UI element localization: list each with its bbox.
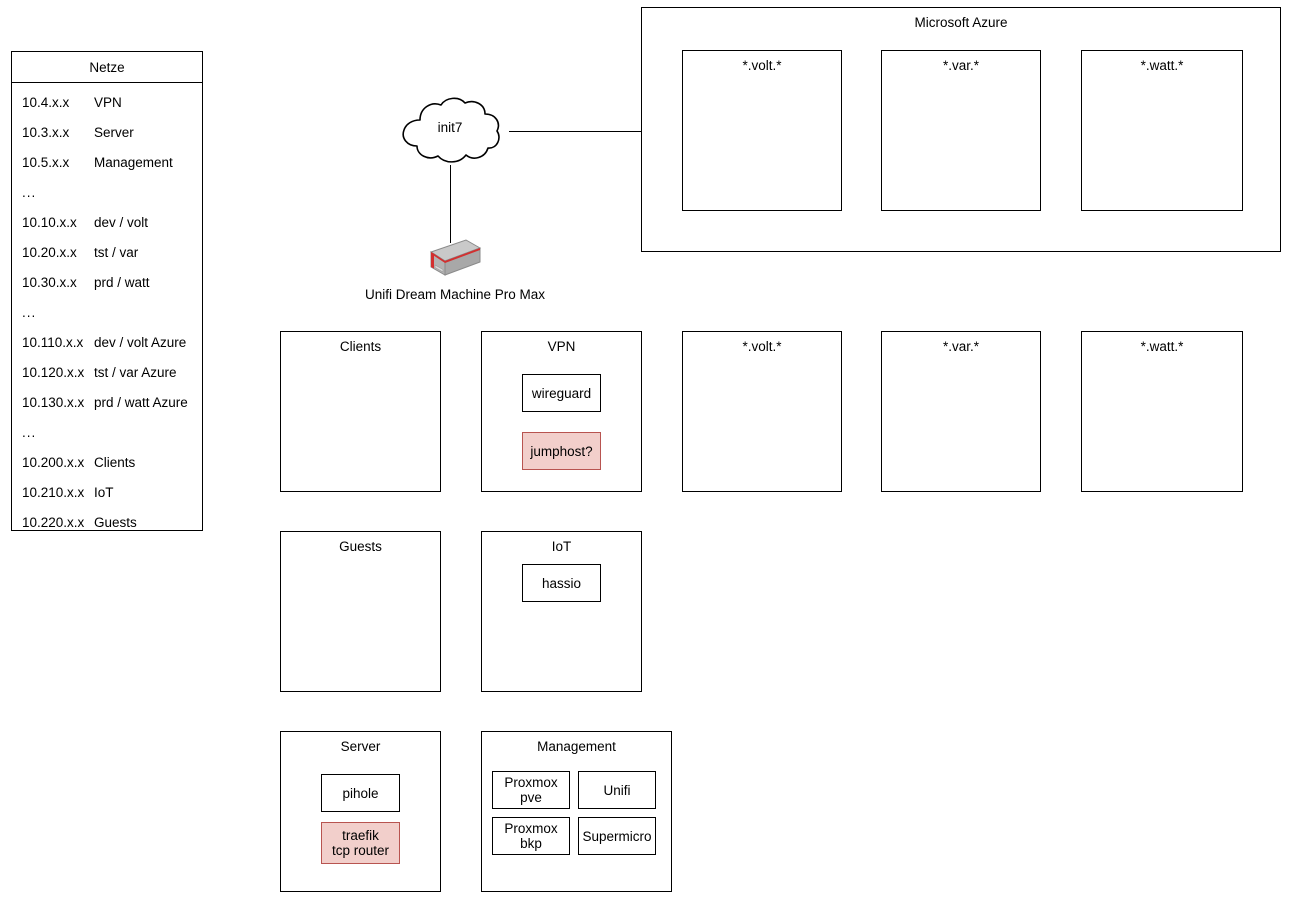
zone-management-title: Management [537, 739, 616, 754]
netze-table-row: 10.10.x.x dev / volt [12, 207, 202, 237]
netze-table-body: 10.4.x.x VPN 10.3.x.x Server 10.5.x.x Managem… [12, 83, 202, 537]
cloud-icon: init7 [389, 96, 511, 168]
netze-table-row: 10.210.x.x IoT [12, 477, 202, 507]
netze-row-name: prd / watt Azure [94, 394, 188, 410]
netze-table-row: 10.4.x.x VPN [12, 87, 202, 117]
netze-row-subnet: 10.4.x.x [22, 94, 70, 110]
azure-zone-watt: *.watt.* [1081, 50, 1243, 211]
azure-zone-volt-title: *.volt.* [742, 58, 782, 73]
node-pihole-label: pihole [342, 785, 379, 801]
node-jumphost[interactable]: jumphost? [522, 432, 601, 470]
netze-row-subnet: 10.220.x.x [22, 514, 85, 530]
node-proxmox-pve-label: Proxmox pve [504, 775, 558, 805]
azure-zone-volt: *.volt.* [682, 50, 842, 211]
zone-clients: Clients [280, 331, 441, 492]
azure-zone-watt-title: *.watt.* [1140, 58, 1184, 73]
node-proxmox-pve[interactable]: Proxmox pve [492, 771, 570, 809]
node-supermicro[interactable]: Supermicro [578, 817, 656, 855]
netze-row-subnet: 10.210.x.x [22, 484, 85, 500]
netze-row-subnet: ... [22, 424, 37, 440]
netze-row-subnet: ... [22, 304, 37, 320]
netze-row-subnet: 10.120.x.x [22, 364, 85, 380]
zone-vpn: VPN wireguard jumphost? [481, 331, 642, 492]
netze-row-name: dev / volt Azure [94, 334, 187, 350]
node-supermicro-label: Supermicro [582, 828, 652, 844]
connector-cloud-to-azure [509, 131, 642, 133]
zone-iot-title: IoT [551, 539, 572, 554]
netze-row-subnet: ... [22, 184, 37, 200]
netze-table-row: 10.5.x.x Management [12, 147, 202, 177]
node-hassio-label: hassio [541, 575, 582, 591]
zone-server-title: Server [340, 739, 381, 754]
netze-row-name: Guests [94, 514, 137, 530]
node-traefik[interactable]: traefik tcp router [321, 822, 400, 864]
zone-var-title: *.var.* [942, 339, 980, 354]
netze-table-row: 10.30.x.x prd / watt [12, 267, 202, 297]
azure-title: Microsoft Azure [914, 15, 1008, 30]
zone-clients-title: Clients [339, 339, 382, 354]
netze-row-name: Server [94, 124, 134, 140]
netze-row-subnet: 10.10.x.x [22, 214, 77, 230]
azure-zone-var-title: *.var.* [942, 58, 980, 73]
node-wireguard-label: wireguard [531, 385, 592, 401]
netze-row-name: prd / watt [94, 274, 150, 290]
netze-row-name: IoT [94, 484, 114, 500]
zone-watt: *.watt.* [1081, 331, 1243, 492]
netze-table: Netze 10.4.x.x VPN 10.3.x.x Server 10.5.x.x M… [11, 51, 203, 531]
netze-table-row: ... [12, 417, 202, 447]
netze-table-row: 10.130.x.x prd / watt Azure [12, 387, 202, 417]
netze-row-subnet: 10.130.x.x [22, 394, 85, 410]
zone-guests-title: Guests [339, 539, 382, 554]
node-proxmox-bkp[interactable]: Proxmox bkp [492, 817, 570, 855]
netze-table-header-label: Netze [89, 59, 125, 75]
netze-table-row: ... [12, 177, 202, 207]
zone-guests: Guests [280, 531, 441, 692]
netze-row-subnet: 10.200.x.x [22, 454, 85, 470]
router-device-icon [416, 238, 486, 284]
node-unifi[interactable]: Unifi [578, 771, 656, 809]
node-traefik-label-line1: traefik [342, 828, 379, 843]
zone-var: *.var.* [881, 331, 1041, 492]
netze-row-name: VPN [94, 94, 122, 110]
netze-row-name: dev / volt [94, 214, 149, 230]
zone-iot: IoT hassio [481, 531, 642, 692]
connector-cloud-to-gateway [450, 165, 452, 243]
cloud-label: init7 [437, 120, 463, 135]
netze-table-header: Netze [12, 52, 202, 83]
netze-row-name: Management [94, 154, 173, 170]
netze-table-row: 10.120.x.x tst / var Azure [12, 357, 202, 387]
netze-row-subnet: 10.5.x.x [22, 154, 70, 170]
netze-row-subnet: 10.110.x.x [22, 334, 84, 350]
netze-row-subnet: 10.20.x.x [22, 244, 77, 260]
node-hassio[interactable]: hassio [522, 564, 601, 602]
zone-management: Management Proxmox pve Unifi Proxmox bkp… [481, 731, 672, 892]
node-jumphost-label: jumphost? [530, 443, 593, 459]
gateway-label: Unifi Dream Machine Pro Max [365, 287, 546, 302]
node-traefik-label-line2: tcp router [331, 843, 390, 858]
netze-row-subnet: 10.3.x.x [22, 124, 70, 140]
zone-volt-title: *.volt.* [742, 339, 782, 354]
zone-volt: *.volt.* [682, 331, 842, 492]
zone-vpn-title: VPN [547, 339, 576, 354]
management-node-grid: Proxmox pve Unifi Proxmox bkp Supermicro [492, 771, 656, 855]
netze-table-row: ... [12, 297, 202, 327]
netze-table-row: 10.220.x.x Guests [12, 507, 202, 537]
zone-server: Server pihole traefik tcp router [280, 731, 441, 892]
netze-row-name: Clients [94, 454, 136, 470]
node-proxmox-bkp-label: Proxmox bkp [504, 821, 558, 851]
zone-watt-title: *.watt.* [1140, 339, 1184, 354]
node-unifi-label: Unifi [603, 782, 631, 798]
netze-table-row: 10.20.x.x tst / var [12, 237, 202, 267]
netze-row-subnet: 10.30.x.x [22, 274, 77, 290]
netze-table-row: 10.110.x.x dev / volt Azure [12, 327, 202, 357]
netze-row-name: tst / var [94, 244, 139, 260]
netze-table-row: 10.200.x.x Clients [12, 447, 202, 477]
node-wireguard[interactable]: wireguard [522, 374, 601, 412]
netze-table-row: 10.3.x.x Server [12, 117, 202, 147]
netze-row-name: tst / var Azure [94, 364, 177, 380]
azure-zone-var: *.var.* [881, 50, 1041, 211]
node-pihole[interactable]: pihole [321, 774, 400, 812]
